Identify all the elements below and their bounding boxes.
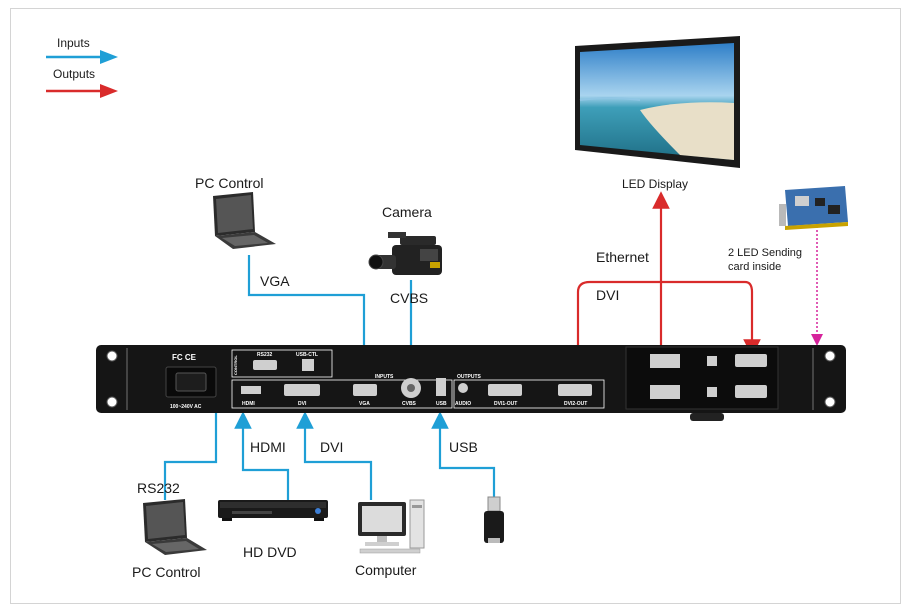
outputs-header: OUTPUTS: [457, 374, 482, 380]
legend-inputs-label: Inputs: [57, 36, 90, 50]
inputs-header: INPUTS: [375, 374, 394, 380]
dvi-out-connection-line: [576, 280, 761, 368]
usb-port-label: USB: [436, 401, 447, 407]
usb-connection-line: [431, 411, 496, 497]
dvi-in-port-label: DVI: [298, 401, 307, 407]
power-rating-text: 100~240V AC: [170, 404, 202, 410]
dvi-in-label: DVI: [320, 439, 343, 455]
pc-control-bottom-label: PC Control: [132, 564, 200, 580]
control-block: [231, 349, 333, 378]
vga-connection-line: [247, 255, 373, 377]
outputs-block: [453, 379, 605, 409]
legend: Inputs Outputs: [46, 36, 118, 98]
audio-port-label: AUDIO: [455, 401, 471, 407]
ethernet-port-1-icon: [650, 354, 680, 368]
usb-ctl-port-label: USB-CTL: [296, 352, 318, 358]
dvi2-out-port-icon: [558, 384, 592, 396]
control-label: CONTROL: [233, 355, 238, 375]
card-dvi-port-1-icon: [735, 354, 767, 367]
rs232-port-label: RS232: [257, 352, 273, 358]
dvi-out-label: DVI: [596, 287, 619, 303]
led-display-label: LED Display: [622, 177, 688, 191]
usb-label: USB: [449, 439, 478, 455]
dvd-player-icon: [218, 500, 328, 521]
cvbs-port-label: CVBS: [402, 401, 417, 407]
card-dvi-port-2-icon: [735, 385, 767, 398]
hdmi-label: HDMI: [250, 439, 286, 455]
legend-input-arrow-icon: [100, 50, 118, 64]
dvi2-out-port-label: DVI2-OUT: [564, 401, 587, 407]
rs232-port-icon: [253, 360, 277, 370]
camcorder-icon: [368, 232, 442, 275]
camera-label: Camera: [382, 204, 432, 220]
fc-ce-mark: FC CE: [172, 353, 197, 362]
desktop-computer-icon: [358, 499, 425, 554]
cvbs-label: CVBS: [390, 290, 428, 306]
led-display-icon: [575, 36, 740, 168]
usb-ctl-port-icon: [302, 359, 314, 371]
legend-output-arrow-icon: [100, 84, 118, 98]
laptop-bottom-icon: [143, 499, 207, 555]
sending-card-label-line1: 2 LED Sending: [728, 247, 802, 259]
audio-port-icon: [458, 383, 468, 393]
dvi1-out-port-icon: [488, 384, 522, 396]
rs232-label: RS232: [137, 480, 180, 496]
sending-card-icon: [779, 186, 848, 230]
usb-port-icon: [436, 378, 446, 396]
pc-control-top-label: PC Control: [195, 175, 263, 191]
video-processor-panel: FC CE 100~240V AC CONTROL RS232 USB-CTL …: [96, 345, 846, 421]
dvi-in-connection-line: [296, 411, 373, 500]
vga-port-icon: [353, 384, 377, 396]
usb-drive-icon: [484, 496, 504, 543]
vga-label: VGA: [260, 273, 290, 289]
inputs-block: [231, 379, 453, 409]
sending-card-label-line2: card inside: [728, 261, 781, 273]
ethernet-label: Ethernet: [596, 249, 649, 265]
dvi-in-port-icon: [284, 384, 320, 396]
vga-port-label: VGA: [359, 401, 370, 407]
hdmi-port-label: HDMI: [242, 401, 255, 407]
hdmi-port-icon: [241, 386, 261, 394]
dvi1-out-port-label: DVI1-OUT: [494, 401, 517, 407]
ethernet-port-2-icon: [650, 385, 680, 399]
hdmi-connection-line: [234, 411, 290, 500]
computer-label: Computer: [355, 562, 417, 578]
output-connections: [576, 191, 761, 368]
legend-outputs-label: Outputs: [53, 67, 95, 81]
hd-dvd-label: HD DVD: [243, 544, 297, 560]
laptop-top-icon: [213, 192, 276, 249]
